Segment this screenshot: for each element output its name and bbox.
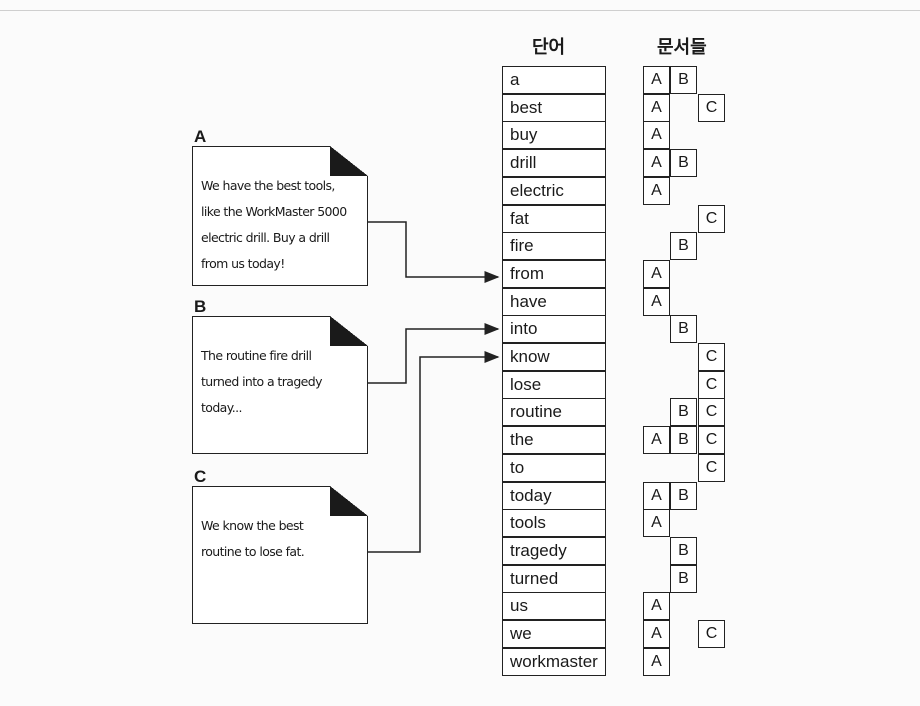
doc-ref-from-a: A xyxy=(643,259,670,288)
doc-line: today... xyxy=(201,400,242,415)
doc-ref-routine-b: B xyxy=(670,398,697,427)
doc-ref-us-a: A xyxy=(643,592,670,621)
words-header: 단어 xyxy=(532,37,566,57)
word-cell-today: today xyxy=(502,481,606,510)
word-cell-have: have xyxy=(502,287,606,316)
doc-ref-a-a: A xyxy=(643,66,670,94)
word-cell-buy: buy xyxy=(502,121,606,150)
arrow-c-to-know xyxy=(368,351,500,553)
document-c: We know the best routine to lose fat. xyxy=(192,486,368,624)
doc-ref-have-a: A xyxy=(643,287,670,316)
arrow-a-to-from xyxy=(368,221,500,283)
doc-line: like the WorkMaster 5000 xyxy=(201,204,347,219)
doc-ref-workmaster-a: A xyxy=(643,647,670,676)
doc-ref-know-c: C xyxy=(698,343,725,371)
top-divider xyxy=(0,10,920,11)
word-cell-know: know xyxy=(502,343,606,371)
doc-ref-drill-a: A xyxy=(643,149,670,178)
doc-ref-fat-c: C xyxy=(698,204,725,233)
word-cell-turned: turned xyxy=(502,564,606,593)
doc-ref-turned-b: B xyxy=(670,564,697,593)
doc-ref-best-c: C xyxy=(698,93,725,122)
doc-line: We have the best tools, xyxy=(201,178,335,193)
document-b: The routine fire drill turned into a tra… xyxy=(192,316,368,454)
doc-line: The routine fire drill xyxy=(201,348,312,363)
doc-line: routine to lose fat. xyxy=(201,544,305,559)
word-cell-the: the xyxy=(502,426,606,455)
doc-line: from us today! xyxy=(201,256,285,271)
documents-header: 문서들 xyxy=(657,37,707,57)
document-a: We have the best tools, like the WorkMas… xyxy=(192,146,368,286)
word-cell-routine: routine xyxy=(502,398,606,427)
doc-ref-the-b: B xyxy=(670,426,697,455)
doc-ref-tragedy-b: B xyxy=(670,536,697,565)
doc-ref-lose-c: C xyxy=(698,370,725,399)
folded-corner-icon xyxy=(330,486,368,516)
word-cell-to: to xyxy=(502,453,606,482)
folded-corner-icon xyxy=(330,316,368,346)
word-cell-fat: fat xyxy=(502,204,606,233)
document-a-text: We have the best tools, like the WorkMas… xyxy=(201,173,361,277)
word-cell-we: we xyxy=(502,620,606,648)
doc-ref-the-c: C xyxy=(698,426,725,455)
doc-ref-buy-a: A xyxy=(643,121,670,150)
word-cell-a: a xyxy=(502,66,606,94)
word-cell-electric: electric xyxy=(502,176,606,205)
doc-ref-routine-c: C xyxy=(698,398,725,427)
doc-ref-drill-b: B xyxy=(670,149,697,178)
doc-ref-a-b: B xyxy=(670,66,697,94)
doc-ref-we-a: A xyxy=(643,620,670,648)
doc-ref-we-c: C xyxy=(698,620,725,648)
arrow-b-to-into xyxy=(368,323,500,384)
word-cell-tools: tools xyxy=(502,509,606,538)
document-b-text: The routine fire drill turned into a tra… xyxy=(201,343,361,421)
doc-label-b: B xyxy=(194,297,207,316)
doc-ref-the-a: A xyxy=(643,426,670,455)
doc-line: We know the best xyxy=(201,518,304,533)
word-cell-us: us xyxy=(502,592,606,621)
doc-label-c: C xyxy=(194,467,207,486)
folded-corner-icon xyxy=(330,146,368,176)
doc-label-a: A xyxy=(194,127,207,146)
doc-line: turned into a tragedy xyxy=(201,374,322,389)
word-cell-into: into xyxy=(502,315,606,344)
word-cell-fire: fire xyxy=(502,232,606,261)
word-cell-best: best xyxy=(502,93,606,122)
word-cell-tragedy: tragedy xyxy=(502,536,606,565)
doc-ref-electric-a: A xyxy=(643,176,670,205)
doc-ref-tools-a: A xyxy=(643,509,670,538)
word-cell-lose: lose xyxy=(502,370,606,399)
doc-ref-into-b: B xyxy=(670,315,697,344)
doc-ref-fire-b: B xyxy=(670,232,697,261)
doc-ref-today-a: A xyxy=(643,481,670,510)
word-cell-workmaster: workmaster xyxy=(502,647,606,676)
doc-ref-today-b: B xyxy=(670,481,697,510)
document-c-text: We know the best routine to lose fat. xyxy=(201,513,361,565)
word-cell-drill: drill xyxy=(502,149,606,178)
word-cell-from: from xyxy=(502,259,606,288)
doc-line: electric drill. Buy a drill xyxy=(201,230,330,245)
doc-ref-best-a: A xyxy=(643,93,670,122)
doc-ref-to-c: C xyxy=(698,453,725,482)
